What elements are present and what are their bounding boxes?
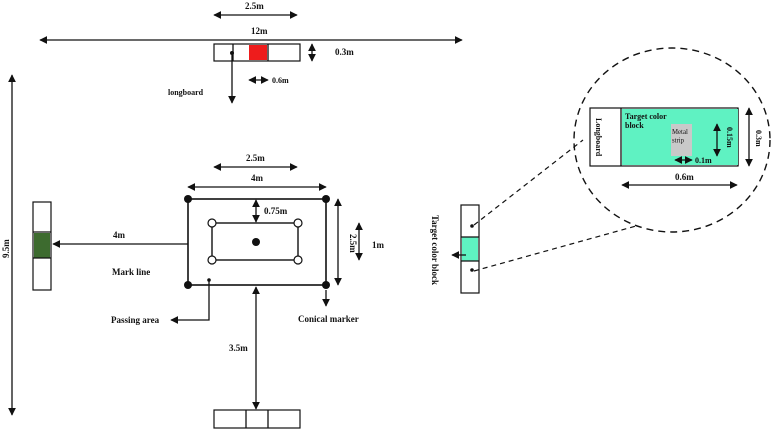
right-board-dot-bottom: [470, 268, 474, 272]
total-height-label: 9.5m: [1, 239, 11, 258]
conical-marker-top-right: [322, 195, 330, 203]
passing-area-dot: [207, 278, 211, 282]
longboard-label: longboard: [168, 88, 204, 97]
conical-marker-top-left: [184, 195, 192, 203]
top-width-label: 2.5m: [245, 1, 264, 11]
rect-inner-width-label: 4m: [251, 173, 264, 183]
zoom-height-015-label: 0.15m: [725, 127, 734, 148]
red-width-label: 0.6m: [272, 76, 289, 85]
bottom-longboard: [213, 409, 301, 429]
inner-marker-top-left: [207, 218, 217, 228]
conical-marker-label: Conical marker: [298, 314, 359, 324]
zoom-width-01-label: 0.1m: [695, 156, 712, 165]
conical-marker-bottom-right: [322, 281, 330, 289]
zoom-longboard-label: Longboard: [594, 118, 603, 157]
zoom-circle: [573, 47, 771, 233]
inner-marker-bottom-left: [207, 255, 217, 265]
zoom-metal-strip: [671, 124, 692, 156]
passing-area-pointer: [170, 281, 210, 324]
cyan-target-block-small: [462, 237, 478, 261]
zoom-guide-top: [473, 139, 584, 226]
center-field-group: 2.5m 4m 0.75m 2.5m 1m Passing area Conic…: [111, 153, 385, 410]
passing-area-label: Passing area: [111, 315, 160, 325]
conical-marker-bottom-left: [184, 281, 192, 289]
top-longboard-group: 2.5m 12m 0.3m longboard 0.6m: [39, 1, 463, 104]
right-longboard-group: Target color block: [430, 139, 637, 294]
inner-marker-bottom-right: [293, 255, 303, 265]
left-distance-label: 4m: [113, 230, 126, 240]
bottom-longboard-group: [213, 409, 301, 429]
board-height-label: 0.3m: [335, 47, 354, 57]
red-target-block: [249, 45, 267, 60]
inner-height-label: 1m: [372, 240, 385, 250]
total-height-group: 9.5m: [1, 74, 16, 416]
center-marker: [252, 238, 260, 246]
total-length-label: 12m: [251, 26, 268, 36]
zoom-guide-bottom: [473, 225, 637, 272]
mark-line-label: Mark line: [112, 267, 150, 277]
zoom-width-06-label: 0.6m: [675, 172, 694, 182]
inner-mark-rectangle: [211, 222, 299, 261]
zoom-height-03-label: 0.3m: [754, 130, 763, 147]
left-longboard-group: 4m Mark line: [32, 201, 188, 291]
target-color-block-side-label: Target color block: [430, 215, 440, 285]
green-target-block: [34, 233, 50, 258]
rect-height-label: 2.5m: [348, 234, 358, 253]
passing-area-rectangle: [187, 198, 327, 286]
right-board-dot-top: [470, 224, 474, 228]
bottom-distance-label: 3.5m: [229, 343, 248, 353]
top-board-dot: [230, 51, 234, 55]
rect-width-label: 2.5m: [246, 153, 265, 163]
inner-gap-label: 0.75m: [264, 206, 288, 216]
inner-marker-top-right: [293, 218, 303, 228]
